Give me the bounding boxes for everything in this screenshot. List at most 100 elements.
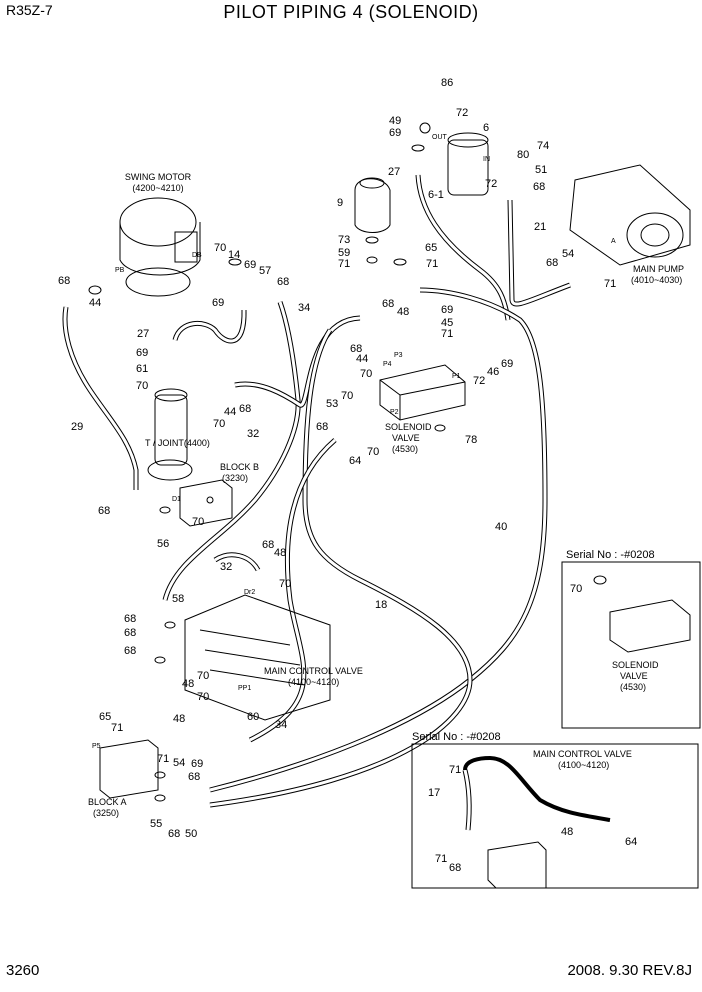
part-number-label: 32 bbox=[247, 428, 259, 440]
swing-motor-label: SWING MOTOR bbox=[125, 172, 192, 182]
part-number-label: 69 bbox=[244, 259, 256, 271]
main-pump-label: MAIN PUMP bbox=[633, 264, 684, 274]
part-number-label: 68 bbox=[188, 771, 200, 783]
port-labels: DB PB D1 Dr2 P4 P3 P2 P1 PP1 P5 OUT IN A bbox=[92, 134, 616, 750]
block-b-code: (3230) bbox=[222, 473, 248, 483]
part-number-label: 49 bbox=[389, 115, 401, 127]
part-number-label: 68 bbox=[546, 257, 558, 269]
inset-block-shape bbox=[487, 841, 547, 889]
port-in: IN bbox=[483, 156, 490, 163]
part-number-label: 54 bbox=[562, 248, 574, 260]
part-number-label: 34 bbox=[275, 719, 287, 731]
fitting-shapes bbox=[88, 122, 607, 802]
part-number-label: 55 bbox=[150, 818, 162, 830]
part-number-label: 48 bbox=[173, 713, 185, 725]
revision-date: 2008. 9.30 REV.8J bbox=[567, 962, 692, 979]
part-number-label: 44 bbox=[356, 353, 368, 365]
inset-bottom-mcv-code: (4100~4120) bbox=[558, 760, 609, 770]
page-number: 3260 bbox=[6, 962, 40, 979]
part-number-label: 86 bbox=[441, 77, 453, 89]
part-number-label: 71 bbox=[338, 258, 350, 270]
component-labels: SWING MOTOR (4200~4210) T / JOINT(4400) … bbox=[88, 172, 684, 818]
hose-lines bbox=[62, 174, 611, 831]
mcv-code: (4100~4120) bbox=[288, 677, 339, 687]
port-pp1: PP1 bbox=[238, 685, 251, 692]
part-number-label: 44 bbox=[89, 297, 101, 309]
port-d1: D1 bbox=[172, 496, 181, 503]
solenoid-valve-label-2: VALVE bbox=[392, 433, 420, 443]
part-number-label: 59 bbox=[338, 247, 350, 259]
part-number-label: 70 bbox=[213, 418, 225, 430]
part-number-label: 71 bbox=[449, 764, 461, 776]
part-number-label: 69 bbox=[501, 358, 513, 370]
inset-top-solenoid-label: SOLENOID bbox=[612, 660, 659, 670]
swing-motor-shape bbox=[119, 197, 201, 297]
pressure-switch-shape bbox=[447, 132, 489, 196]
block-a-code: (3250) bbox=[93, 808, 119, 818]
part-number-label: 58 bbox=[172, 593, 184, 605]
inset-solenoid-shape bbox=[609, 599, 691, 653]
port-dr2: Dr2 bbox=[244, 589, 255, 596]
part-number-label: 69 bbox=[136, 347, 148, 359]
part-number-label: 80 bbox=[517, 149, 529, 161]
part-number-label: 48 bbox=[182, 678, 194, 690]
port-p3: P3 bbox=[394, 352, 403, 359]
part-number-label: 27 bbox=[388, 166, 400, 178]
part-number-label: 48 bbox=[561, 826, 573, 838]
part-number-label: 70 bbox=[197, 670, 209, 682]
inset-top-frame bbox=[561, 561, 701, 729]
part-number-label: 50 bbox=[185, 828, 197, 840]
main-control-valve-shape bbox=[184, 594, 331, 721]
port-out: OUT bbox=[432, 134, 448, 141]
page-title: PILOT PIPING 4 (SOLENOID) bbox=[223, 2, 479, 22]
part-number-label: 70 bbox=[360, 368, 372, 380]
port-p1: P1 bbox=[452, 373, 461, 380]
part-number-label: 9 bbox=[337, 197, 343, 209]
part-number-label: 64 bbox=[349, 455, 361, 467]
part-number-label: 61 bbox=[136, 363, 148, 375]
part-number-label: 14 bbox=[228, 249, 240, 261]
part-number-label: 72 bbox=[456, 107, 468, 119]
inset-top-valve-label: VALVE bbox=[620, 671, 648, 681]
block-a-shape bbox=[99, 739, 159, 799]
part-number-label: 71 bbox=[604, 278, 616, 290]
part-number-label: 70 bbox=[136, 380, 148, 392]
part-number-label: 69 bbox=[389, 127, 401, 139]
part-number-label: 65 bbox=[425, 242, 437, 254]
part-number-label: 70 bbox=[341, 390, 353, 402]
part-number-label: 65 bbox=[99, 711, 111, 723]
part-number-label: 72 bbox=[485, 178, 497, 190]
port-pb: PB bbox=[115, 267, 125, 274]
port-db: DB bbox=[192, 252, 202, 259]
part-number-label: 46 bbox=[487, 366, 499, 378]
part-number-label: 71 bbox=[111, 722, 123, 734]
part-number-label: 68 bbox=[58, 275, 70, 287]
part-number-label: 45 bbox=[441, 317, 453, 329]
part-number-label: 70 bbox=[367, 446, 379, 458]
port-p4: P4 bbox=[383, 361, 392, 368]
block-b-label: BLOCK B bbox=[220, 462, 259, 472]
t-joint-shape bbox=[147, 388, 193, 481]
port-a: A bbox=[611, 238, 616, 245]
swing-motor-code: (4200~4210) bbox=[132, 183, 183, 193]
part-number-label: 78 bbox=[465, 434, 477, 446]
part-number-label: 40 bbox=[495, 521, 507, 533]
part-number-label: 68 bbox=[316, 421, 328, 433]
part-number-label: 48 bbox=[397, 306, 409, 318]
part-number-label: 17 bbox=[428, 787, 440, 799]
part-number-label: 70 bbox=[570, 583, 582, 595]
part-number-label: 68 bbox=[124, 645, 136, 657]
filter-shape bbox=[354, 177, 391, 233]
part-number-label: 68 bbox=[533, 181, 545, 193]
part-number-label: 6 bbox=[483, 122, 489, 134]
part-number-label: 18 bbox=[375, 599, 387, 611]
part-number-label: 69 bbox=[212, 297, 224, 309]
part-number-label: 64 bbox=[625, 836, 637, 848]
main-pump-code: (4010~4030) bbox=[631, 275, 682, 285]
part-number-label: 73 bbox=[338, 234, 350, 246]
part-number-label: 56 bbox=[157, 538, 169, 550]
solenoid-valve-label: SOLENOID bbox=[385, 422, 432, 432]
solenoid-valve-shape bbox=[379, 364, 466, 421]
part-number-label: 6-1 bbox=[428, 189, 444, 201]
